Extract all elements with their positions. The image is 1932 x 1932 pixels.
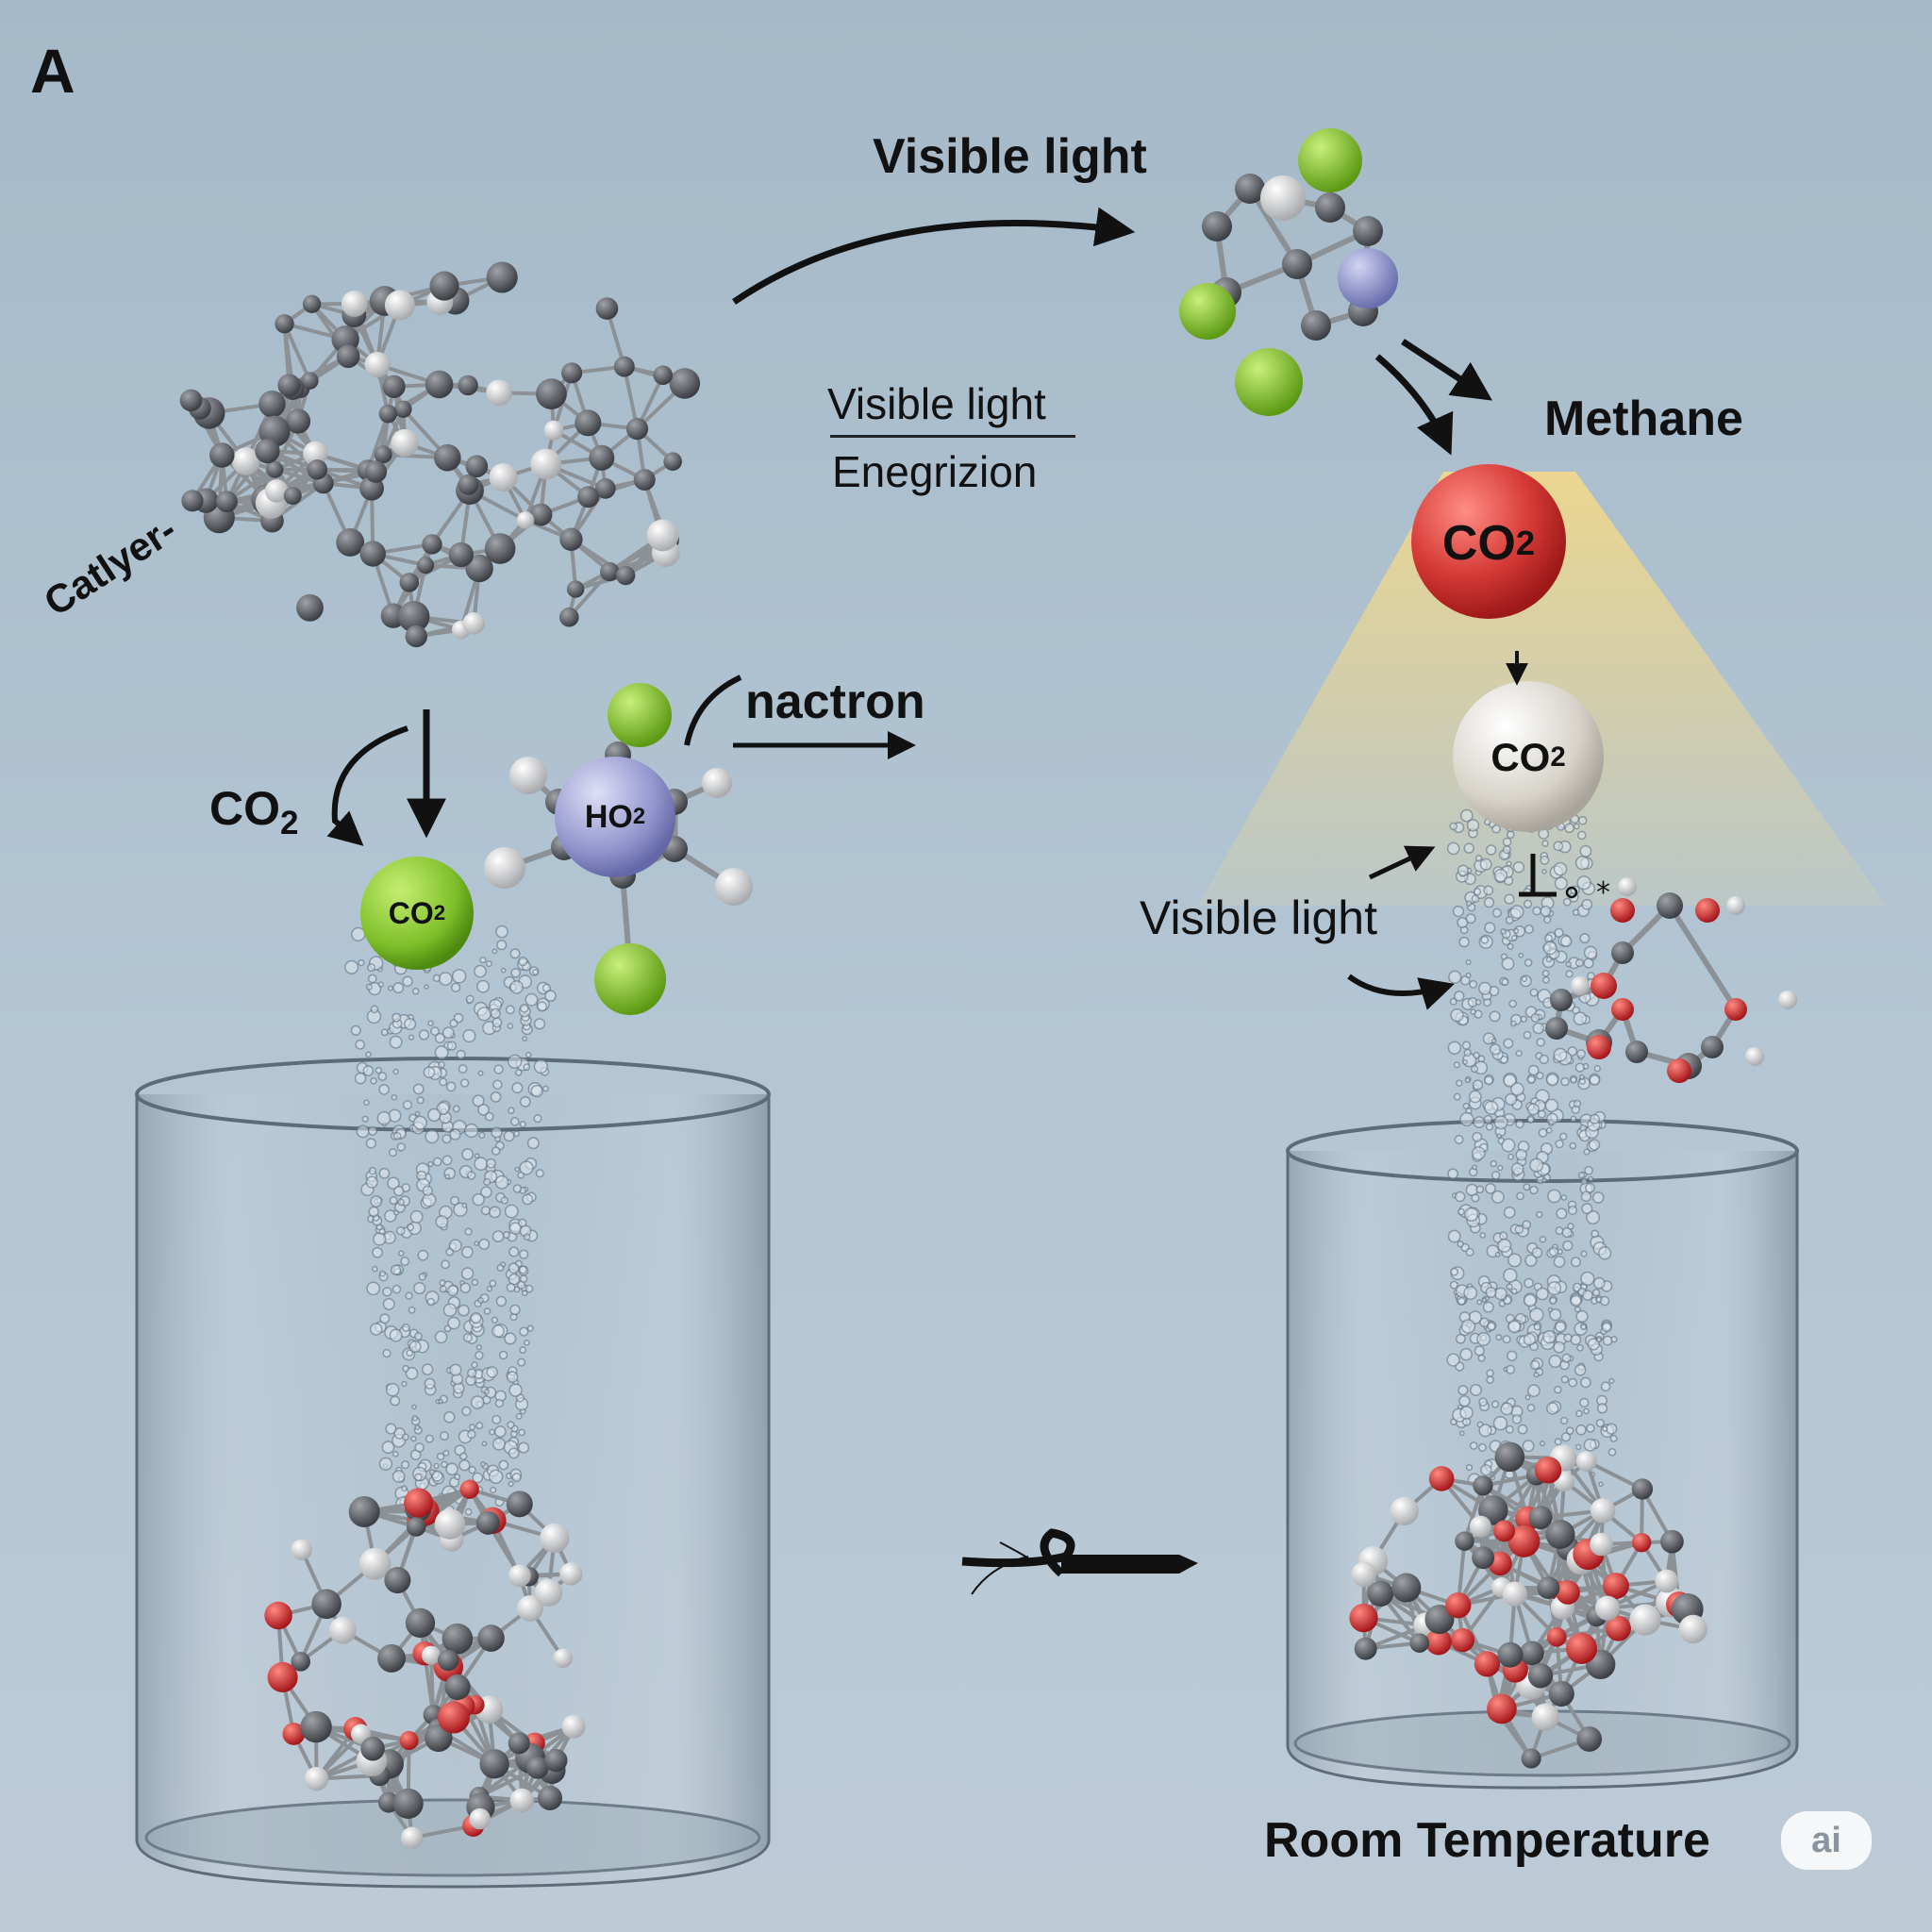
co2-green-orb	[360, 857, 474, 970]
bottom-middle-arrow-icon	[961, 1528, 1198, 1595]
label-fraction-top: Visible light	[827, 379, 1046, 428]
arrow-visible-light-top	[732, 207, 1136, 305]
left-beaker-molecule	[264, 1479, 586, 1849]
arrow-methane-1	[1401, 339, 1492, 401]
right-ring-molecule	[1545, 877, 1797, 1083]
arrow-methane-2	[1374, 354, 1454, 456]
nactron-curve	[684, 675, 742, 746]
ho2-purple-orb	[555, 757, 675, 877]
arrow-co2-curve	[326, 725, 408, 846]
label-visible-light-right: Visible light	[1140, 891, 1378, 944]
star-mark: *	[1596, 876, 1610, 909]
panel-letter: A	[30, 36, 75, 106]
catalyst-cage-molecule	[179, 261, 701, 648]
right-beaker-molecule	[1349, 1441, 1708, 1769]
bubble-stream-left	[344, 923, 557, 1525]
label-fraction-bottom: Enegrizion	[832, 447, 1038, 496]
bracket-mark	[1519, 854, 1557, 897]
co2-red-orb	[1411, 464, 1566, 619]
arrow-visible-light-right-1	[1368, 845, 1436, 880]
label-room-temperature: Room Temperature	[1264, 1813, 1710, 1868]
label-methane: Methane	[1544, 391, 1743, 446]
bubble-stream-right	[1446, 799, 1618, 1491]
co2-white-orb	[1453, 681, 1604, 832]
fraction-bar	[830, 435, 1075, 438]
label-visible-light-top: Visible light	[873, 129, 1147, 184]
label-nactron: nactron	[745, 675, 925, 729]
top-right-molecule	[1179, 128, 1398, 416]
arrow-visible-light-right-2	[1347, 974, 1455, 1010]
ai-badge: ai	[1781, 1811, 1872, 1870]
small-dot-mark	[1565, 886, 1578, 899]
label-co2-left: CO2	[209, 782, 299, 841]
